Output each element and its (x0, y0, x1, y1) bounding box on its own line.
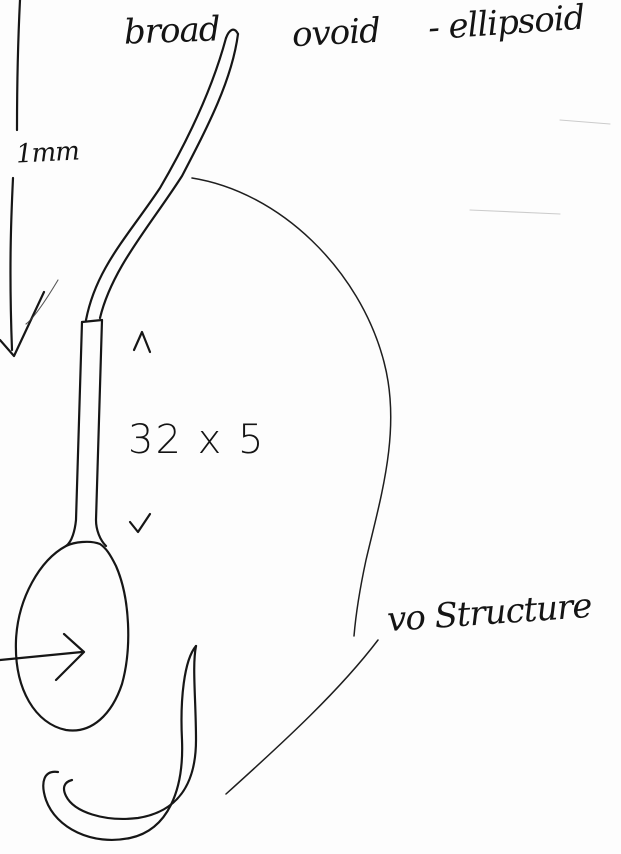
enclosing-curve (192, 178, 391, 636)
filament-left-edge (86, 38, 226, 320)
pointer-arrow-shaft (0, 652, 82, 660)
scale-bar-line (10, 0, 20, 350)
pointer-arrow-head (56, 634, 84, 680)
dimension-arrow-down (130, 514, 150, 532)
shape-note-ellipsoid: - ellipsoid (427, 1, 585, 46)
leader-line (226, 640, 378, 794)
shape-note-ovoid: ovoid (291, 14, 380, 53)
scale-bar-tail (26, 280, 58, 324)
stalk-left-edge (66, 322, 82, 546)
filament-tip (226, 30, 238, 38)
scale-bar-arrowhead-bottom (0, 292, 44, 356)
shape-note-broad: broad (123, 12, 220, 49)
paper-offset-mark (470, 120, 610, 214)
stalk-dimensions-label: 32 x 5 (128, 420, 265, 460)
hook-appendage-outer (43, 646, 196, 840)
scale-label: 1mm (15, 138, 79, 167)
filament-right-edge (100, 34, 238, 318)
stalk-right-edge (96, 320, 106, 546)
ovoid-body (16, 542, 128, 731)
dimension-arrow-up (134, 332, 150, 352)
